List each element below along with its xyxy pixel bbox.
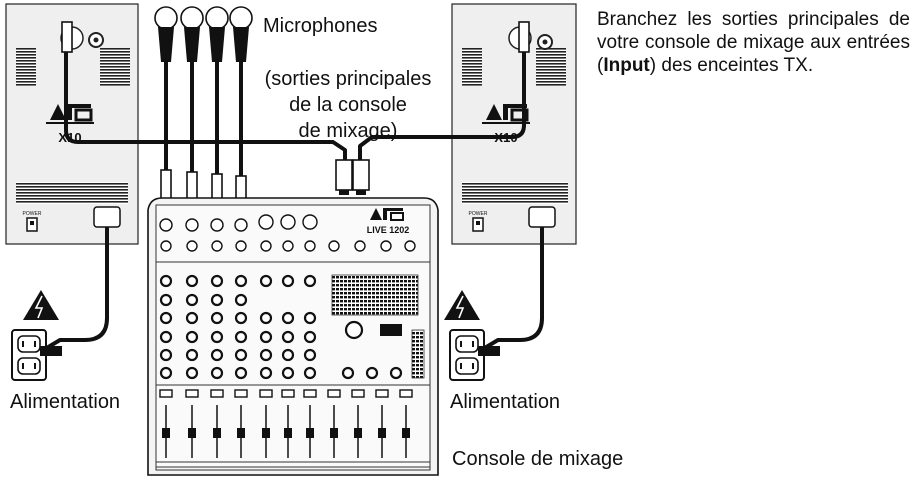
- microphone-icon: [205, 6, 229, 205]
- console-label: Console de mixage: [452, 448, 624, 470]
- main-outs-label-line2: de la console: [289, 94, 407, 116]
- main-out-plugs: [335, 159, 370, 195]
- main-out-cables: [64, 50, 526, 162]
- mixer-logo: [370, 208, 404, 221]
- microphones: [154, 6, 253, 207]
- speaker-grille: [16, 182, 128, 204]
- main-outs-label-line1: (sorties principales: [264, 68, 432, 90]
- wall-outlet-icon: [449, 329, 500, 381]
- xlr-plug-icon: [518, 21, 530, 53]
- speaker-grille: [16, 48, 36, 86]
- speaker-grille: [100, 48, 130, 86]
- wall-outlet-icon: [11, 329, 62, 381]
- power-label-left: Alimentation: [10, 391, 121, 413]
- power-cables: [38, 227, 544, 354]
- main-outs-label-line3: de mixage): [298, 120, 398, 142]
- speaker-logo: [482, 104, 530, 124]
- power-socket-icon: [528, 206, 556, 228]
- warning-icon: [444, 290, 480, 320]
- mixer-model-label: LIVE 1202: [367, 225, 410, 235]
- eq-fader-block: [331, 274, 419, 316]
- microphones-label: Microphones: [263, 15, 378, 37]
- speaker-logo: [46, 104, 94, 124]
- speaker-grille: [536, 48, 566, 86]
- level-meter: [411, 329, 425, 379]
- power-label-right: Alimentation: [450, 391, 561, 413]
- speaker-grille: [462, 182, 568, 204]
- instructions-part2: ) des enceintes TX.: [649, 55, 814, 76]
- power-switch-label: POWER: [23, 211, 42, 217]
- xlr-plug-icon: [61, 21, 73, 53]
- warning-icon: [23, 290, 59, 320]
- instructions-emphasis: Input: [603, 55, 650, 76]
- right-speaker: X10 POWER: [451, 3, 577, 245]
- instructions-part1: Branchez les sorties principales de votr…: [597, 9, 910, 76]
- mixer-console: LIVE 1202: [147, 197, 439, 476]
- speaker-grille: [462, 48, 482, 86]
- power-socket-icon: [93, 206, 121, 228]
- microphone-icon: [229, 6, 253, 207]
- effects-display: [380, 324, 402, 336]
- microphone-icon: [180, 6, 204, 203]
- instructions-text: Branchez les sorties principales de votr…: [597, 8, 910, 77]
- microphone-icon: [154, 6, 178, 201]
- power-switch-label: POWER: [469, 211, 488, 217]
